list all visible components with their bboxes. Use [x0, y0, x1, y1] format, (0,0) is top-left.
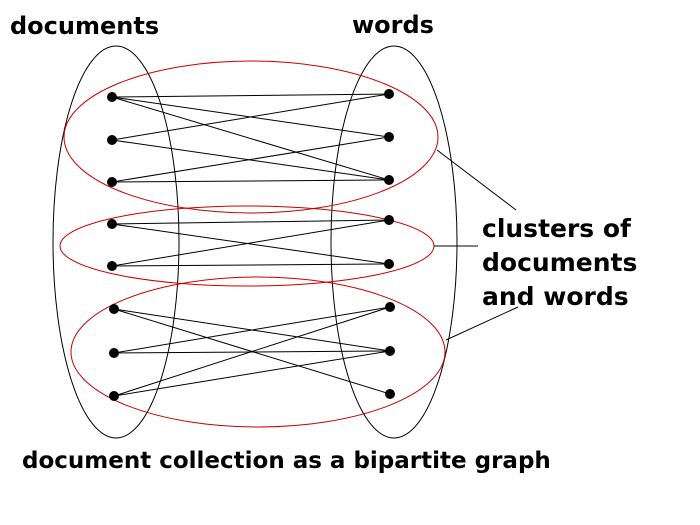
edge-d2-w1: [111, 93, 390, 141]
pointer-line-cluster-1: [436, 149, 517, 211]
word-node-w7: [385, 346, 395, 356]
document-node-d8: [109, 391, 119, 401]
words-heading: words: [352, 11, 434, 39]
clusters-label: clusters of documents and words: [482, 212, 682, 314]
document-node-d7: [109, 348, 119, 358]
edge-d1-w1: [111, 93, 390, 98]
document-node-d2: [107, 135, 117, 145]
nodes-layer: [107, 89, 395, 401]
edge-d4-w5: [111, 223, 390, 265]
word-node-w3: [384, 175, 394, 185]
word-node-w2: [384, 132, 394, 142]
edge-d3-w2: [111, 136, 390, 183]
document-node-d4: [107, 219, 117, 229]
edges-layer: [111, 93, 391, 397]
document-node-d3: [107, 177, 117, 187]
edge-d1-w3: [111, 96, 390, 181]
cluster-ellipse-1: [63, 60, 439, 214]
documents-heading: documents: [10, 12, 160, 40]
clusters-label-line-3: and words: [482, 282, 629, 311]
word-node-w5: [384, 259, 394, 269]
word-node-w8: [385, 389, 395, 399]
edge-d5-w5: [111, 263, 390, 267]
clusters-label-line-1: clusters of: [482, 214, 631, 243]
word-node-w6: [385, 302, 395, 312]
edge-d8-w6: [113, 306, 391, 397]
pointer-line-cluster-3: [445, 306, 519, 341]
document-node-d5: [107, 261, 117, 271]
edge-d4-w4: [111, 219, 390, 225]
document-node-d1: [107, 92, 117, 102]
edge-d8-w7: [113, 350, 391, 397]
document-node-d6: [109, 304, 119, 314]
cluster-ellipse-3: [70, 276, 446, 428]
edge-d3-w3: [111, 179, 390, 183]
clusters-label-line-2: documents: [482, 248, 638, 277]
word-node-w4: [384, 215, 394, 225]
diagram-caption: document collection as a bipartite graph: [22, 448, 551, 474]
edge-d5-w4: [111, 219, 390, 267]
documents-partition-ellipse: [52, 45, 180, 439]
edge-d7-w6: [113, 306, 391, 354]
cluster-ellipse-2: [59, 205, 435, 287]
word-node-w1: [384, 89, 394, 99]
words-partition-ellipse: [330, 45, 458, 439]
